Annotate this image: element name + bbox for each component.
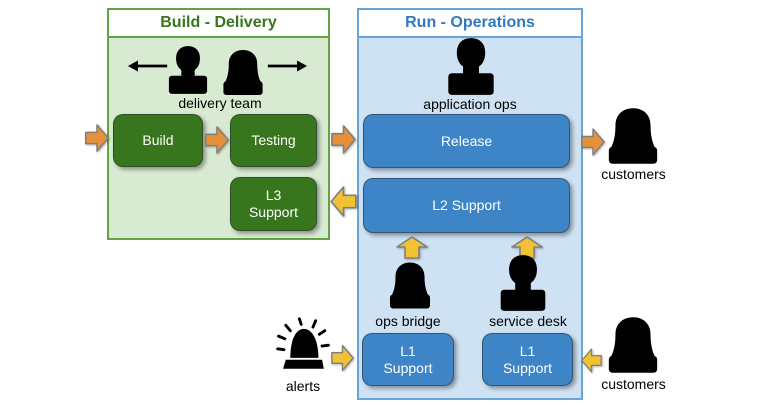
release-box-label: Release xyxy=(440,132,493,149)
testing-box-label: Testing xyxy=(251,132,296,148)
block-arrow-up-icon xyxy=(396,236,428,259)
l3-support-box: L3 Support xyxy=(230,177,317,231)
service-desk-label: service desk xyxy=(489,313,567,329)
delivery-team-label: delivery team xyxy=(178,95,262,111)
l1-support-line2: Support xyxy=(383,359,433,376)
l1-support-line2: Support xyxy=(502,359,553,376)
l1-support-ops-bridge-box: L1 Support xyxy=(362,333,454,386)
run-operations-title: Run - Operations xyxy=(359,10,581,38)
release-box: Release xyxy=(363,114,570,168)
person-male-icon xyxy=(500,255,546,311)
block-arrow-right-icon xyxy=(331,125,356,154)
build-box-label: Build xyxy=(142,132,174,148)
l2-support-box-label: L2 Support xyxy=(432,197,501,213)
l3-support-line1: L3 xyxy=(265,187,282,203)
person-female-icon xyxy=(608,317,658,373)
block-arrow-right-icon xyxy=(331,344,354,372)
application-ops-label: application ops xyxy=(423,96,517,112)
person-male-icon xyxy=(168,46,208,94)
build-box: Build xyxy=(113,114,203,167)
block-arrow-up-icon xyxy=(511,236,543,259)
person-female-icon xyxy=(223,49,263,96)
build-delivery-title: Build - Delivery xyxy=(109,10,328,38)
l2-support-box: L2 Support xyxy=(363,178,570,233)
person-female-icon xyxy=(608,108,658,164)
block-arrow-left-icon xyxy=(581,348,602,373)
black-arrow-left-icon xyxy=(127,60,168,72)
customers-bottom-label: customers xyxy=(601,376,666,392)
person-male-icon xyxy=(448,38,494,95)
block-arrow-right-icon xyxy=(84,124,110,152)
block-arrow-right-icon xyxy=(581,128,605,156)
customers-top-label: customers xyxy=(601,166,666,182)
black-arrow-right-icon xyxy=(267,60,308,72)
alerts-label: alerts xyxy=(285,378,321,394)
l1-support-line1: L1 xyxy=(519,342,536,359)
l1-support-service-desk-box: L1 Support xyxy=(482,333,573,386)
l3-support-line2: Support xyxy=(248,204,299,220)
ops-bridge-label: ops bridge xyxy=(375,313,441,329)
testing-box: Testing xyxy=(230,114,317,167)
block-arrow-right-icon xyxy=(204,126,230,154)
person-female-icon xyxy=(390,262,430,309)
block-arrow-left-icon xyxy=(330,186,357,217)
siren-icon xyxy=(276,317,330,369)
l1-support-line1: L1 xyxy=(400,342,416,359)
